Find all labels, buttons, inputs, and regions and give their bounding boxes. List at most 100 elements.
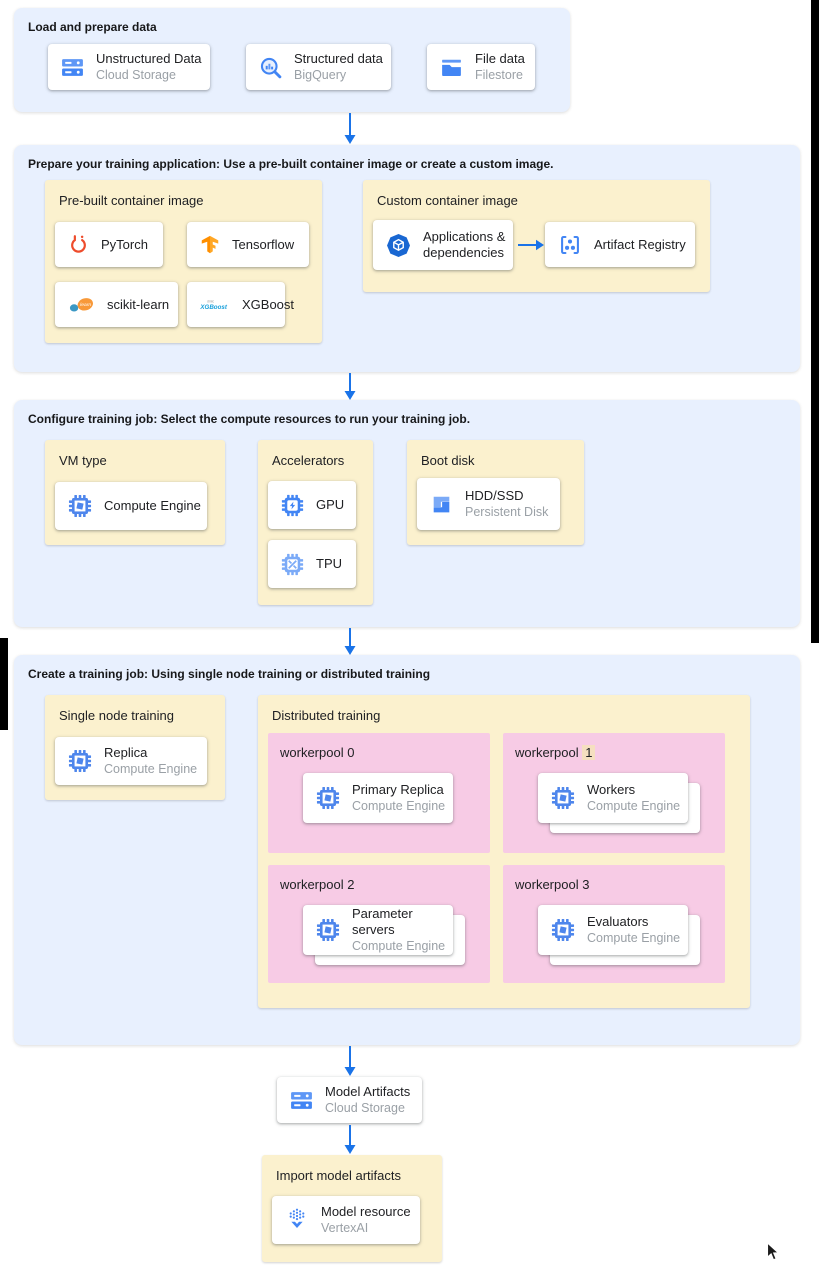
group-distributed-training: Distributed training workerpool 0 Primar…: [258, 695, 750, 1008]
group-title: VM type: [59, 453, 107, 468]
compute-engine-icon: [550, 785, 576, 811]
card-subtitle: Compute Engine: [587, 931, 681, 945]
card-title: File data: [475, 51, 525, 66]
group-title: Accelerators: [272, 453, 345, 468]
section-prepare-application: Prepare your training application: Use a…: [14, 145, 800, 372]
card-model-resource: Model resource VertexAI: [272, 1196, 420, 1244]
card-title: Unstructured Data: [96, 51, 202, 66]
card-model-artifacts: Model Artifacts Cloud Storage: [277, 1077, 422, 1123]
card-parameter-servers: Parameter servers Compute Engine: [303, 905, 453, 955]
card-subtitle: Cloud Storage: [96, 68, 176, 82]
pool-workerpool-0: workerpool 0 Primary Replica Compute Eng…: [268, 733, 490, 853]
pool-workerpool-3: workerpool 3 Evaluators Compute Engine: [503, 865, 725, 983]
card-structured-data: Structured data BigQuery: [246, 44, 391, 90]
card-title: Compute Engine: [104, 498, 201, 513]
card-subtitle: Compute Engine: [104, 762, 198, 776]
card-unstructured-data: Unstructured Data Cloud Storage: [48, 44, 210, 90]
card-subtitle: Compute Engine: [352, 799, 446, 813]
group-accelerators: Accelerators GPU TPU: [258, 440, 373, 605]
pool-label: workerpool: [515, 745, 579, 760]
card-title: HDD/SSD: [465, 488, 524, 503]
card-replica: Replica Compute Engine: [55, 737, 207, 785]
group-single-node: Single node training Replica Compute Eng…: [45, 695, 225, 800]
pool-workerpool-1: workerpool 1 Workers Compute Engine: [503, 733, 725, 853]
card-title: Model Artifacts: [325, 1084, 411, 1099]
gpu-icon: [280, 493, 305, 518]
card-subtitle: Persistent Disk: [465, 505, 549, 519]
filestore-icon: [439, 55, 464, 80]
card-title: GPU: [316, 497, 345, 512]
flow-arrow-down-icon: [344, 1046, 356, 1076]
artifact-registry-icon: [557, 232, 583, 258]
compute-engine-icon: [67, 493, 93, 519]
section-configure-job: Configure training job: Select the compu…: [14, 400, 800, 627]
pool-workerpool-2: workerpool 2 Parameter servers Compute E…: [268, 865, 490, 983]
cloud-storage-icon: [289, 1088, 314, 1113]
compute-engine-icon: [550, 917, 576, 943]
card-subtitle: Cloud Storage: [325, 1101, 405, 1115]
card-title: Evaluators: [587, 914, 649, 929]
card-applications-dependencies: Applications & dependencies: [373, 220, 513, 270]
group-title: Pre-built container image: [59, 193, 204, 208]
card-tpu: TPU: [268, 540, 356, 588]
group-vm-type: VM type Compute Engine: [45, 440, 225, 545]
section-title: Prepare your training application: Use a…: [28, 157, 554, 171]
card-subtitle: VertexAI: [321, 1221, 369, 1235]
group-title: Custom container image: [377, 193, 518, 208]
card-evaluators: Evaluators Compute Engine: [538, 905, 688, 955]
card-title: Structured data: [294, 51, 383, 66]
flow-arrow-down-icon: [344, 113, 356, 144]
card-title: Workers: [587, 782, 636, 797]
flow-arrow-right-icon: [518, 239, 544, 251]
card-title: Applications & dependencies: [423, 229, 506, 260]
card-compute-engine: Compute Engine: [55, 482, 207, 530]
card-subtitle: Compute Engine: [352, 939, 446, 953]
card-hdd-ssd: HDD/SSD Persistent Disk: [417, 478, 560, 530]
card-subtitle: Compute Engine: [587, 799, 681, 813]
card-artifact-registry: Artifact Registry: [545, 222, 695, 267]
section-load-data: Load and prepare data Unstructured Data …: [14, 8, 570, 112]
card-title: XGBoost: [242, 296, 295, 312]
right-edge-bar: [811, 0, 819, 643]
card-title: Model resource: [321, 1204, 411, 1219]
bigquery-icon: [258, 55, 283, 80]
flow-arrow-down-icon: [344, 628, 356, 655]
applications-icon: [385, 232, 412, 259]
group-import-model-artifacts: Import model artifacts Model resource Ve…: [262, 1155, 442, 1262]
flow-arrow-down-icon: [344, 373, 356, 400]
card-title: Parameter servers: [352, 906, 413, 937]
card-xgboost: XGBoost: [187, 282, 294, 327]
group-title: Boot disk: [421, 453, 475, 468]
compute-engine-icon: [315, 785, 341, 811]
mouse-cursor: [766, 1242, 780, 1261]
cloud-storage-icon: [60, 55, 85, 80]
card-subtitle: BigQuery: [294, 68, 347, 82]
card-primary-replica: Primary Replica Compute Engine: [303, 773, 453, 823]
tensorflow-icon: [199, 234, 221, 256]
card-workers: Workers Compute Engine: [538, 773, 688, 823]
tpu-icon: [280, 552, 305, 577]
card-tensorflow: Tensorflow: [187, 222, 309, 267]
card-scikit-learn: scikit-learn: [55, 282, 178, 327]
pytorch-icon: [67, 233, 90, 256]
vertex-ai-icon: [284, 1207, 310, 1233]
flow-arrow-down-icon: [344, 1125, 356, 1154]
section-title: Configure training job: Select the compu…: [28, 412, 471, 426]
section-create-job: Create a training job: Using single node…: [14, 655, 800, 1045]
card-gpu: GPU: [268, 481, 356, 529]
card-subtitle: Filestore: [475, 68, 523, 82]
card-title: Primary Replica: [352, 782, 444, 797]
group-title: Import model artifacts: [276, 1168, 401, 1183]
section-title: Create a training job: Using single node…: [28, 667, 431, 681]
pool-label: workerpool 3: [515, 877, 590, 892]
group-title: Single node training: [59, 708, 174, 723]
pool-number-highlighted: 1: [582, 745, 596, 760]
xgboost-icon: [199, 294, 231, 316]
scikit-learn-icon: [67, 295, 96, 314]
group-prebuilt-container: Pre-built container image PyTorch Tensor…: [45, 180, 322, 343]
card-title: Tensorflow: [232, 236, 295, 252]
left-edge-bar: [0, 638, 8, 730]
section-title: Load and prepare data: [28, 20, 157, 34]
card-pytorch: PyTorch: [55, 222, 163, 267]
